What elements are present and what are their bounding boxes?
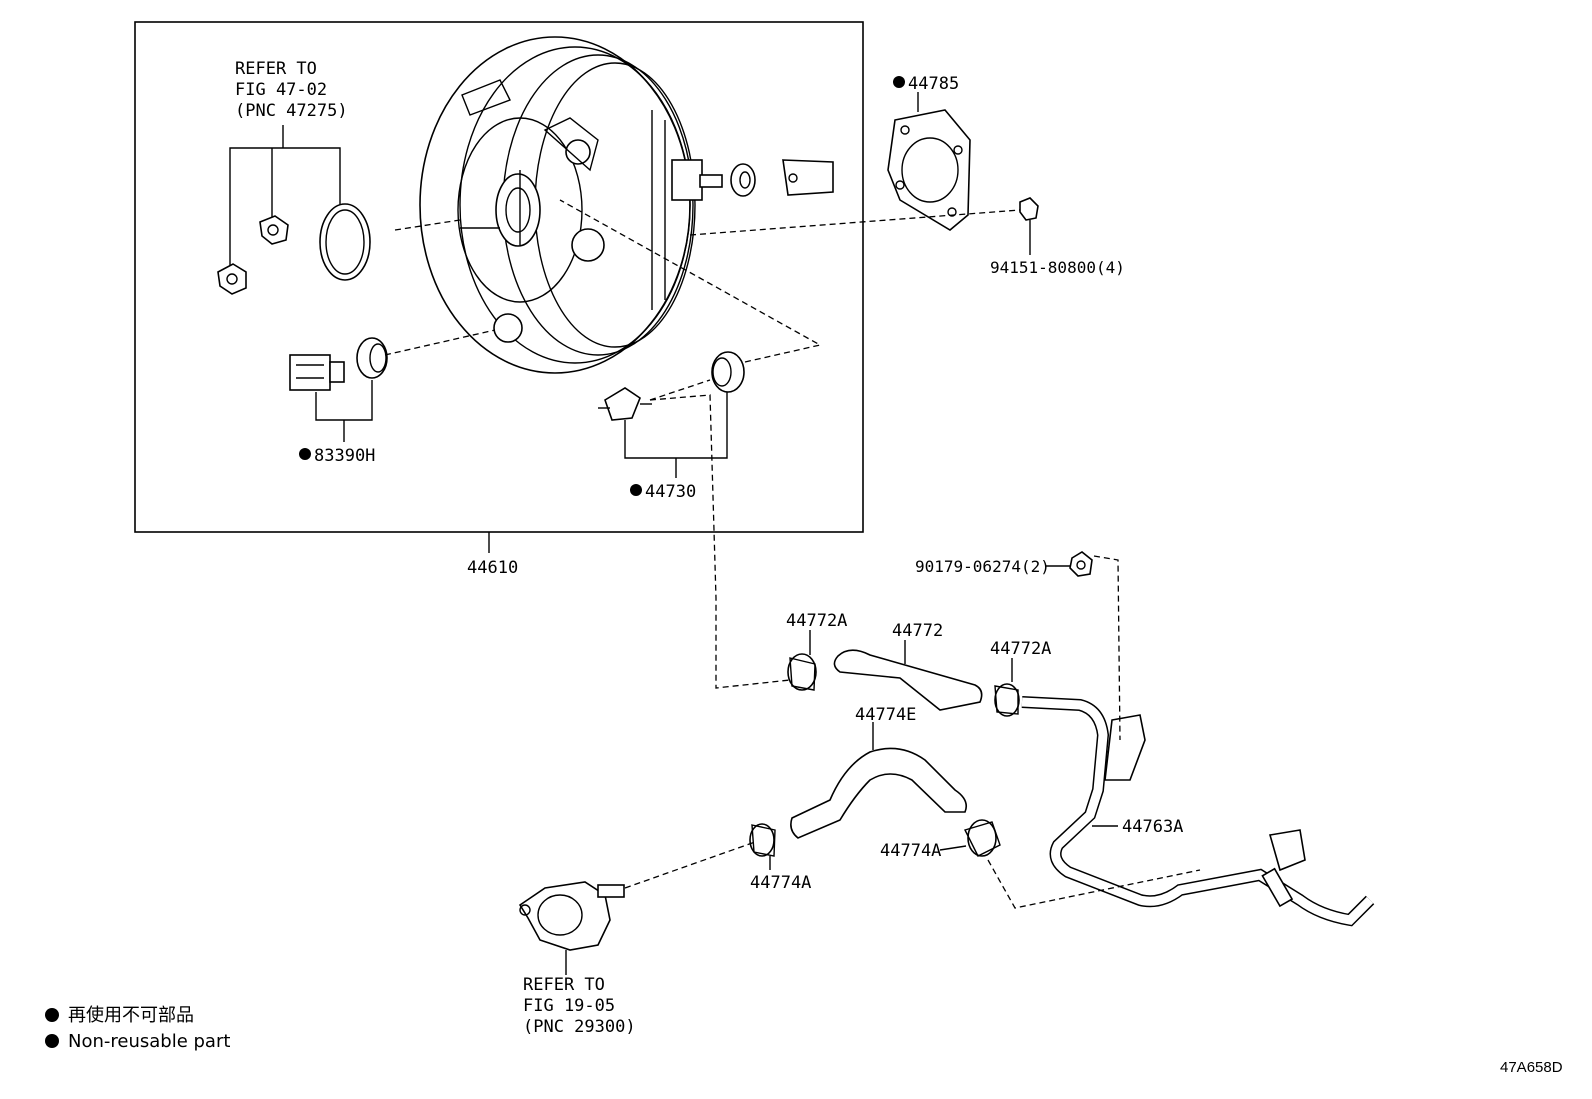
- label-refer-19-3: (PNC 29300): [523, 1017, 636, 1037]
- o-ring[interactable]: [319, 203, 371, 281]
- clamp-44774a-left[interactable]: [749, 823, 776, 857]
- label-94151[interactable]: 94151-80800(4): [990, 258, 1125, 277]
- dash-valve-b: [649, 394, 791, 689]
- figure-code: 47A658D: [1500, 1059, 1563, 1076]
- label-44730[interactable]: 44730: [645, 482, 696, 502]
- bracket-47-02: [229, 147, 341, 272]
- push-rod[interactable]: [671, 159, 834, 201]
- vacuum-sensor-83390h[interactable]: [289, 354, 345, 391]
- clamp-44772a-right[interactable]: [994, 683, 1020, 717]
- label-44610[interactable]: 44610: [467, 558, 518, 578]
- label-refer-47-1: REFER TO: [235, 59, 317, 79]
- label-83390h[interactable]: 83390H: [314, 446, 375, 466]
- dash-nut: [689, 209, 1021, 236]
- hose-44774e[interactable]: [790, 747, 968, 839]
- clamp-44772a-left[interactable]: [787, 653, 817, 691]
- label-44774e[interactable]: 44774E: [855, 705, 916, 725]
- label-refer-47-3: (PNC 47275): [235, 101, 348, 121]
- dash-oring: [394, 219, 461, 231]
- bullet-44785: [893, 76, 905, 88]
- label-44772a-left[interactable]: 44772A: [786, 611, 847, 631]
- dash-bolt: [1093, 555, 1121, 741]
- dash-pump: [624, 841, 756, 889]
- leader-44774a-mid: [939, 845, 967, 851]
- vacuum-pump[interactable]: [518, 881, 625, 951]
- bullet-83390h: [299, 448, 311, 460]
- grommet-sensor[interactable]: [356, 337, 388, 379]
- label-refer-47-2: FIG 47-02: [235, 80, 327, 100]
- label-44774a-left[interactable]: 44774A: [750, 873, 811, 893]
- nut-small-upper[interactable]: [259, 215, 289, 245]
- dash-clamp-mid: [987, 859, 1201, 909]
- legend-jp: 再使用不可部品: [68, 1005, 194, 1026]
- label-44763a[interactable]: 44763A: [1122, 817, 1183, 837]
- label-44785[interactable]: 44785: [908, 74, 959, 94]
- vacuum-pipe-44763a[interactable]: [1021, 696, 1375, 927]
- bolt-90179[interactable]: [1069, 551, 1093, 577]
- dash-valve-a: [649, 379, 711, 401]
- clamp-44774a-mid[interactable]: [964, 819, 1001, 857]
- assembly-frame: [134, 21, 864, 533]
- hose-44772[interactable]: [833, 649, 983, 711]
- nut-94151[interactable]: [1019, 197, 1039, 221]
- legend-bullet-1: [45, 1008, 59, 1022]
- label-90179[interactable]: 90179-06274(2): [915, 557, 1050, 576]
- check-valve-44730[interactable]: [598, 387, 652, 421]
- label-44772a-right[interactable]: 44772A: [990, 639, 1051, 659]
- label-44772[interactable]: 44772: [892, 621, 943, 641]
- label-refer-19-1: REFER TO: [523, 975, 605, 995]
- brake-booster[interactable]: [419, 36, 696, 374]
- label-refer-19-2: FIG 19-05: [523, 996, 615, 1016]
- label-44774a-mid[interactable]: 44774A: [880, 841, 941, 861]
- gasket-44785[interactable]: [887, 109, 971, 231]
- nut-small-lower[interactable]: [217, 263, 247, 295]
- legend-en: Non-reusable part: [68, 1031, 230, 1052]
- bullet-44730: [630, 484, 642, 496]
- legend-bullet-2: [45, 1034, 59, 1048]
- grommet-valve[interactable]: [711, 351, 745, 393]
- dash-sensor: [384, 329, 496, 356]
- dash-grommet: [559, 199, 822, 363]
